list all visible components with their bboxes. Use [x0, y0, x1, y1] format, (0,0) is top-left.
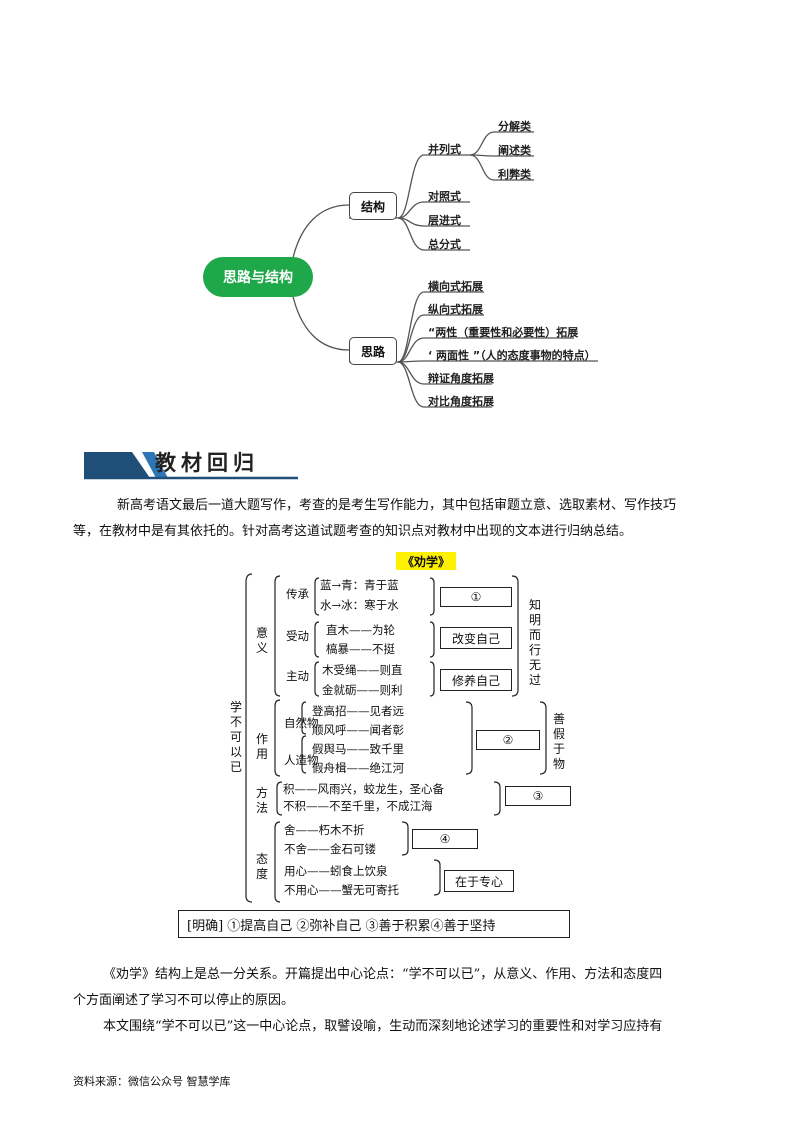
- intro-line: 等，在教材中是有其依托的。针对高考这道试题考查的知识点对教材中出现的文本进行归纳…: [73, 524, 633, 539]
- answer-box-zhuanxin: 在于专心: [444, 870, 514, 892]
- mindmap-item: 阐述类: [498, 144, 531, 157]
- answer-box-4: ④: [412, 829, 478, 849]
- diagram-category-yiyi: 意义: [255, 626, 268, 655]
- diagram-line: 登高招——见者远: [312, 704, 404, 718]
- body-line: 《劝学》结构上是总一分关系。开篇提出中心论点：“学不可以已”，从意义、作用、方法…: [103, 967, 663, 982]
- diagram-line: 不积——不至千里，不成江海: [283, 799, 433, 813]
- diagram-title: 《劝学》: [396, 552, 456, 570]
- mindmap-item: 总分式: [428, 238, 461, 251]
- diagram-brackets: [245, 573, 547, 903]
- diagram-line: 槁暴——不挺: [326, 642, 395, 656]
- diagram-line: 水→冰：寒于水: [320, 598, 399, 612]
- mindmap-branch-structure: 结构: [349, 192, 397, 220]
- diagram-line: 假舟楫——绝江河: [312, 761, 404, 775]
- diagram-sub-zhudong: 主动: [286, 669, 309, 683]
- answer-box-1: ①: [440, 587, 512, 607]
- section-title: 教材回归: [155, 450, 259, 475]
- diagram-line: 直木——为轮: [326, 623, 395, 637]
- mindmap-item: 对比角度拓展: [428, 395, 494, 408]
- diagram-category-fangfa: 方法: [255, 786, 268, 815]
- footer-source: 资料来源：微信公众号 智慧学库: [73, 1075, 231, 1088]
- diagram-line: 假舆马——致千里: [312, 742, 404, 756]
- diagram-category-taidu: 态度: [255, 852, 268, 881]
- diagram-line: 木受绳——则直: [322, 663, 403, 677]
- diagram-sub-chuancheng: 传承: [286, 587, 309, 601]
- mindmap-item: 分解类: [498, 120, 531, 133]
- mindmap-item: “两性（重要性和必要性）拓展: [428, 326, 579, 339]
- diagram-line: 金就砺——则利: [322, 683, 403, 697]
- diagram-line: 顺风呼——闻者彰: [312, 723, 404, 737]
- intro-line: 新高考语文最后一道大题写作，考查的是考生写作能力，其中包括审题立意、选取素材、写…: [117, 498, 677, 513]
- diagram-sub-ziranwu: 自然物: [284, 716, 319, 730]
- mindmap-item: 对照式: [428, 190, 461, 203]
- answer-box-xiuyang: 修养自己: [440, 669, 512, 691]
- section-banner: [84, 452, 298, 480]
- answer-summary-box: [明确] ①提高自己 ②弥补自己 ③善于积累④善于坚持: [178, 910, 570, 938]
- diagram-line: 不用心——蟹无可寄托: [284, 883, 399, 897]
- diagram-line: 舍——朽木不折: [284, 823, 365, 837]
- diagram-center-label: 学不可以已: [229, 700, 242, 774]
- mindmap-item: 辩证角度拓展: [428, 372, 494, 385]
- answer-box-2: ②: [476, 730, 540, 750]
- mindmap-item: 利弊类: [498, 168, 531, 181]
- mindmap-item: ‘ 两面性 ”（人的态度事物的特点）: [428, 349, 596, 362]
- mindmap-connectors: [291, 131, 598, 408]
- mindmap-item: 横向式拓展: [428, 280, 483, 293]
- body-line: 本文围绕“学不可以已”这一中心论点，取譬设喻，生动而深刻地论述学习的重要性和对学…: [103, 1019, 663, 1034]
- answer-box-3: ③: [505, 786, 571, 806]
- diagram-line: 不舍——金石可镂: [284, 842, 376, 856]
- diagram-line: 蓝→青：青于蓝: [320, 578, 399, 592]
- mindmap-item: 纵向式拓展: [428, 303, 483, 316]
- diagram-category-zuoyong: 作用: [255, 732, 268, 761]
- mindmap-branch-thinking: 思路: [349, 337, 397, 365]
- answer-box-gaibian: 改变自己: [440, 627, 512, 649]
- diagram-line: 用心——蚓食上饮泉: [284, 864, 388, 878]
- diagram-line: 积——风雨兴，蛟龙生，圣心备: [283, 782, 444, 796]
- diagram-conclusion-zhiming: 知明而行无过: [528, 598, 541, 687]
- diagram-conclusion-shanjia: 善假于物: [552, 712, 565, 771]
- mindmap-item: 层进式: [428, 214, 461, 227]
- mindmap-root: 思路与结构: [203, 257, 313, 297]
- body-line: 个方面阐述了学习不可以停止的原因。: [73, 993, 295, 1008]
- mindmap-item: 并列式: [428, 143, 461, 156]
- diagram-sub-renzaowu: 人造物: [284, 753, 319, 767]
- diagram-sub-shoudong: 受动: [286, 629, 309, 643]
